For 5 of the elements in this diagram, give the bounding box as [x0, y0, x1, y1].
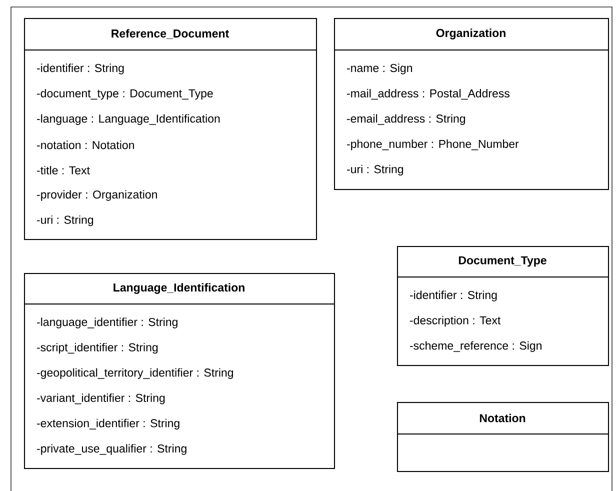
- class-box: Notation: [396, 402, 609, 472]
- class-box: Organization -name : Sign -mail_address : Postal_Address -email_address : String -phone_number : Phone_Number -uri : String: [334, 18, 609, 190]
- class-box: Language_Identification -language_identifier : String -script_identifier : String -geopolitical_territory_identifier : String -variant_identifier : String -extension_identifier : String -private_use_qualifier : String: [24, 273, 335, 469]
- class-box: Document_Type -identifier : String -description : Text -scheme_reference : Sign: [396, 246, 609, 366]
- class-box: Reference_Document -identifier : String -document_type : Document_Type -language : Language_Identification -notation : Notation -title : Text -provider : Organization -uri : String: [24, 18, 317, 240]
